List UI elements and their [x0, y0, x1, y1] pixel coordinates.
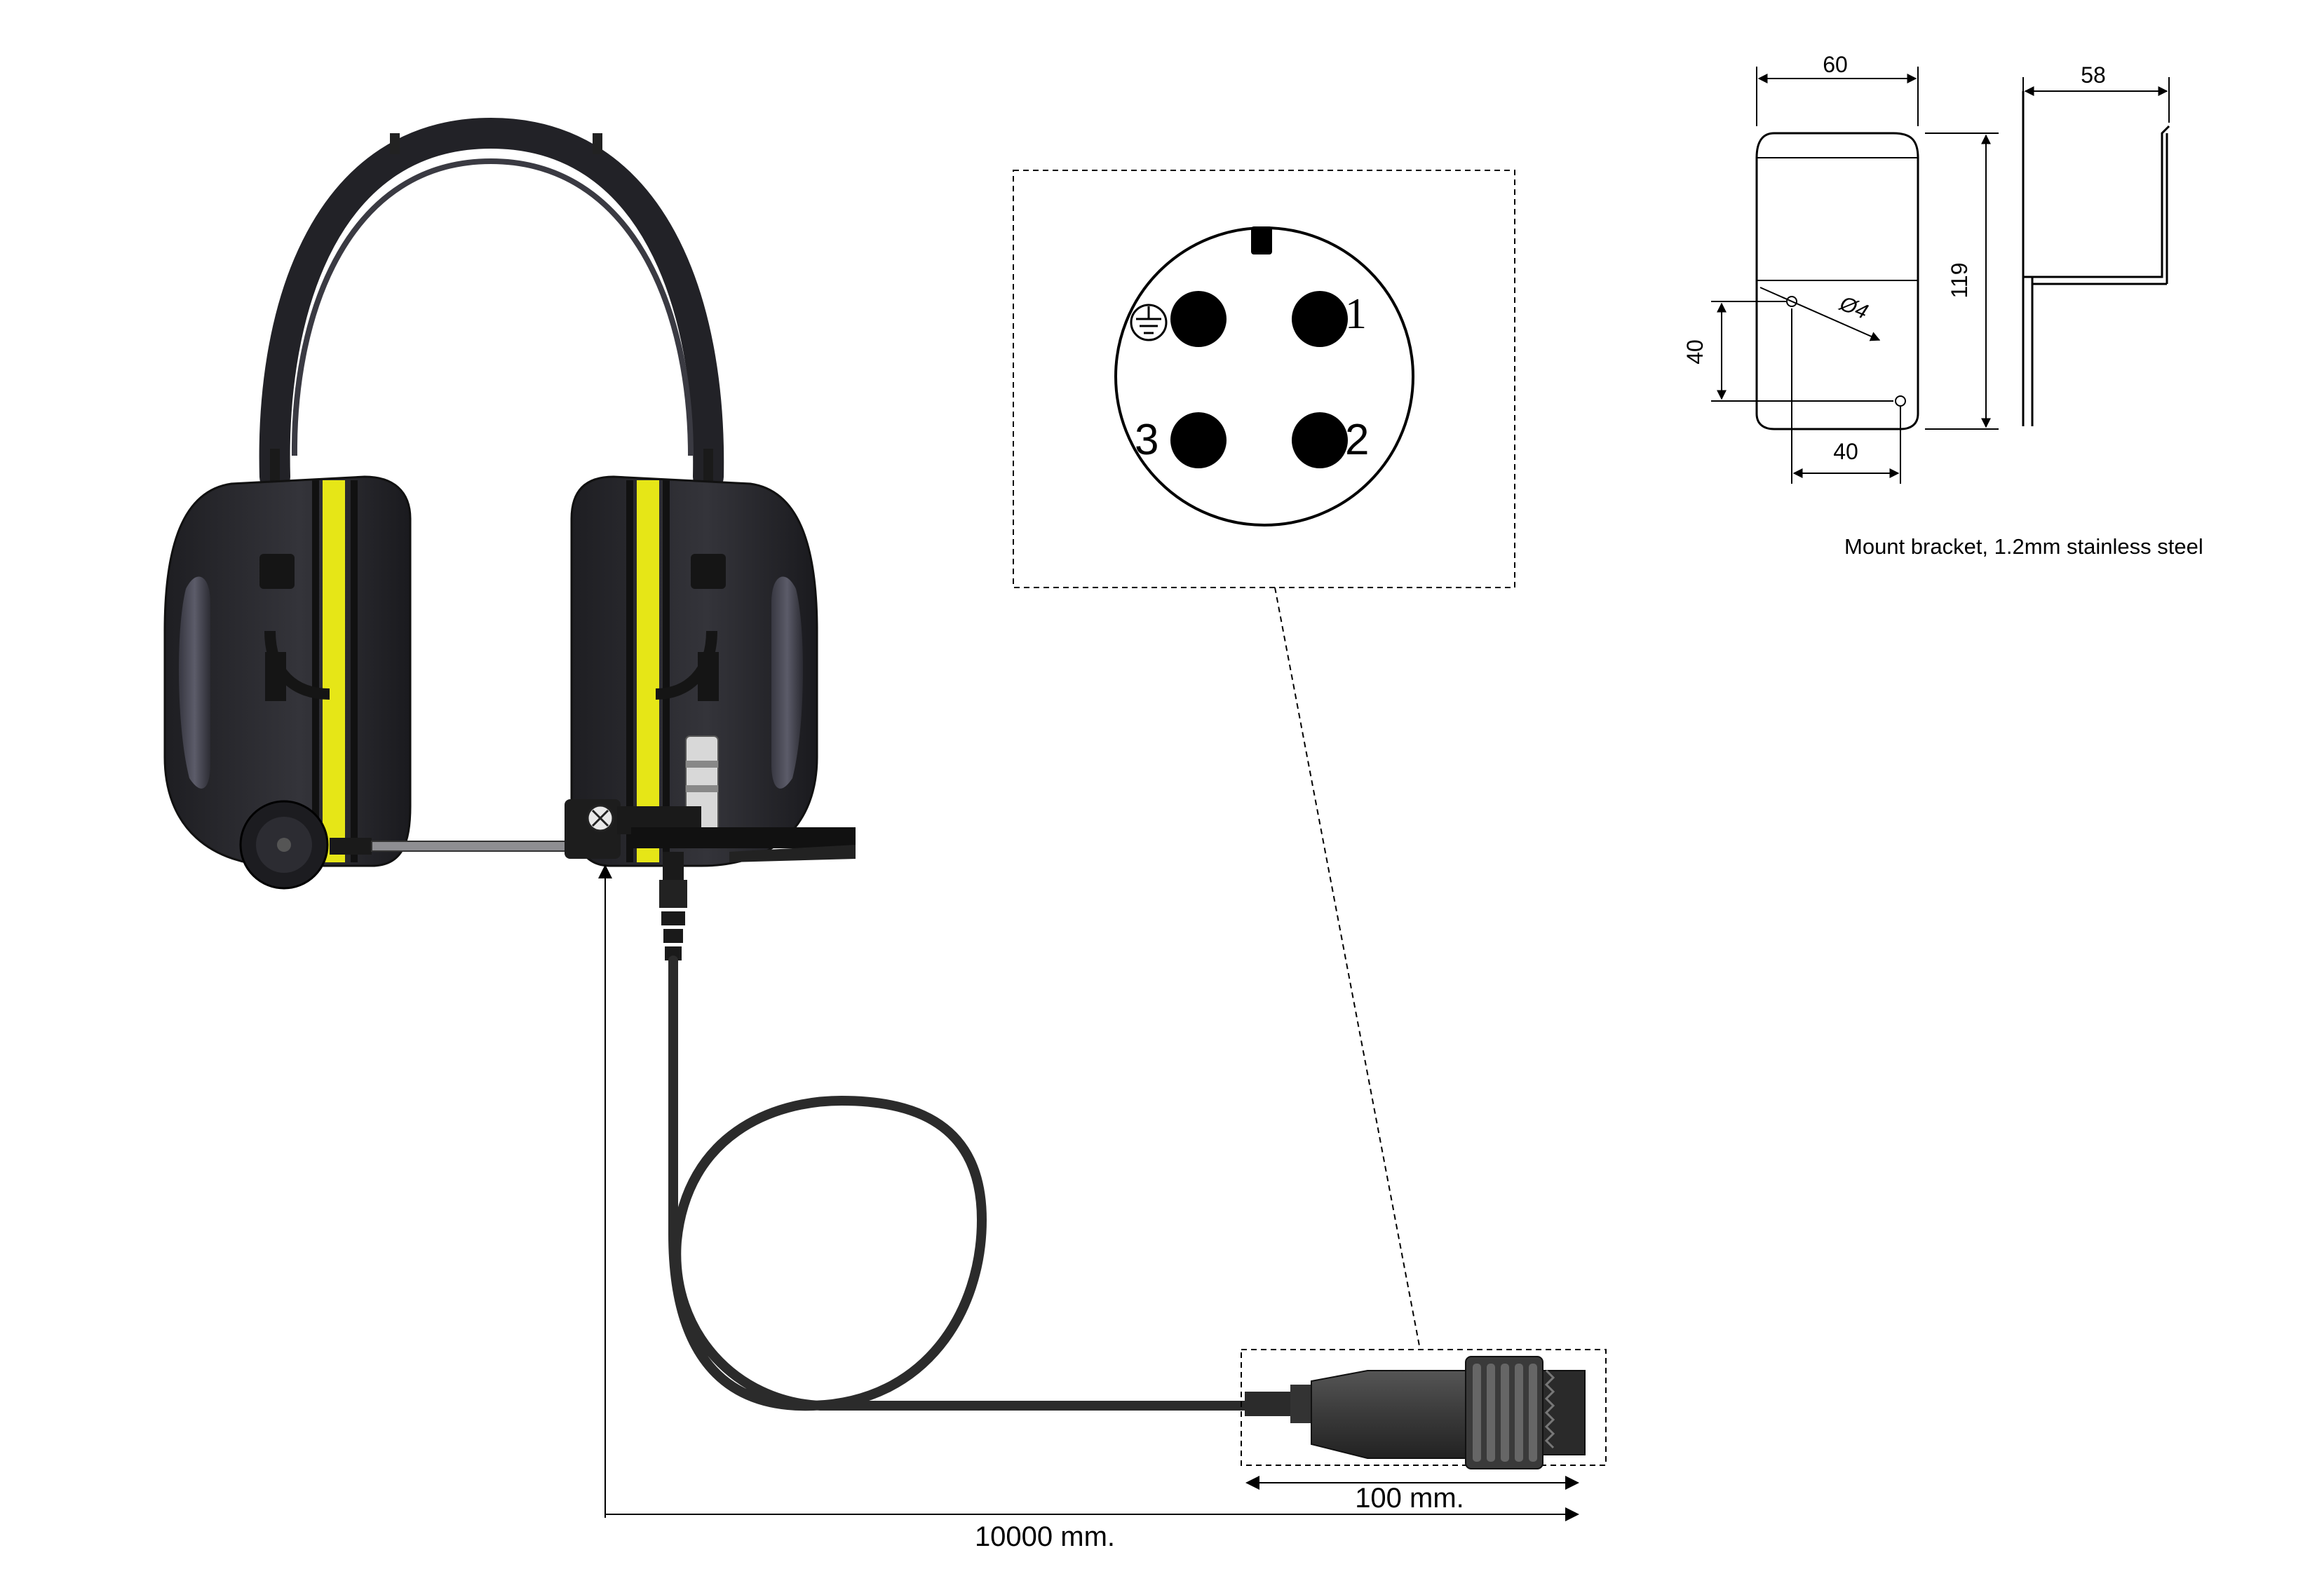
connector-plug [1241, 1349, 1607, 1469]
length-dimensions: 100 mm. 10000 mm. [598, 864, 1579, 1552]
yellow-band [323, 480, 345, 862]
mount-bracket-drawing [1711, 67, 2170, 484]
bracket-dimension-labels: 60 58 119 40 40 Ø4 Mount bracket, 1.2mm … [1682, 52, 2203, 559]
dim-depth: 58 [2081, 62, 2106, 88]
plug-detail-frame [1241, 1349, 1607, 1466]
pin-1-label: 1 [1345, 290, 1367, 338]
yellow-band [637, 480, 659, 862]
dim-width-top: 60 [1823, 52, 1848, 77]
headset-illustration [163, 117, 856, 960]
total-length-label: 10000 mm. [975, 1521, 1115, 1552]
bracket-caption: Mount bracket, 1.2mm stainless steel [1844, 534, 2203, 559]
keyway [1251, 226, 1272, 254]
pin-2-label: 2 [1345, 416, 1369, 464]
ground-icon [1130, 304, 1168, 341]
pin-3 [1170, 412, 1227, 468]
connector-pinout-detail: 1 2 3 [1013, 170, 1515, 1350]
headband [259, 117, 724, 492]
microphone-boom [239, 799, 856, 890]
bracket-hole-bottom [1895, 395, 1906, 407]
pinout-frame [1013, 170, 1515, 588]
dim-hole-offset: 40 [1682, 339, 1708, 365]
cable-strain-relief [659, 852, 687, 960]
detail-leader-line [1274, 587, 1421, 1350]
pin-ground [1170, 291, 1227, 347]
dim-height: 119 [1947, 262, 1972, 298]
connector-face [1114, 226, 1414, 527]
dim-hole-diameter: Ø4 [1836, 292, 1871, 324]
dim-hole-spacing: 40 [1833, 439, 1858, 464]
pin-1 [1292, 291, 1348, 347]
left-earcup [163, 475, 412, 867]
pin-2 [1292, 412, 1348, 468]
connector-length-label: 100 mm. [1355, 1483, 1464, 1514]
coiled-cable [668, 956, 1253, 1411]
bracket-side-view [2022, 91, 2170, 426]
pin-3-label: 3 [1135, 416, 1158, 464]
